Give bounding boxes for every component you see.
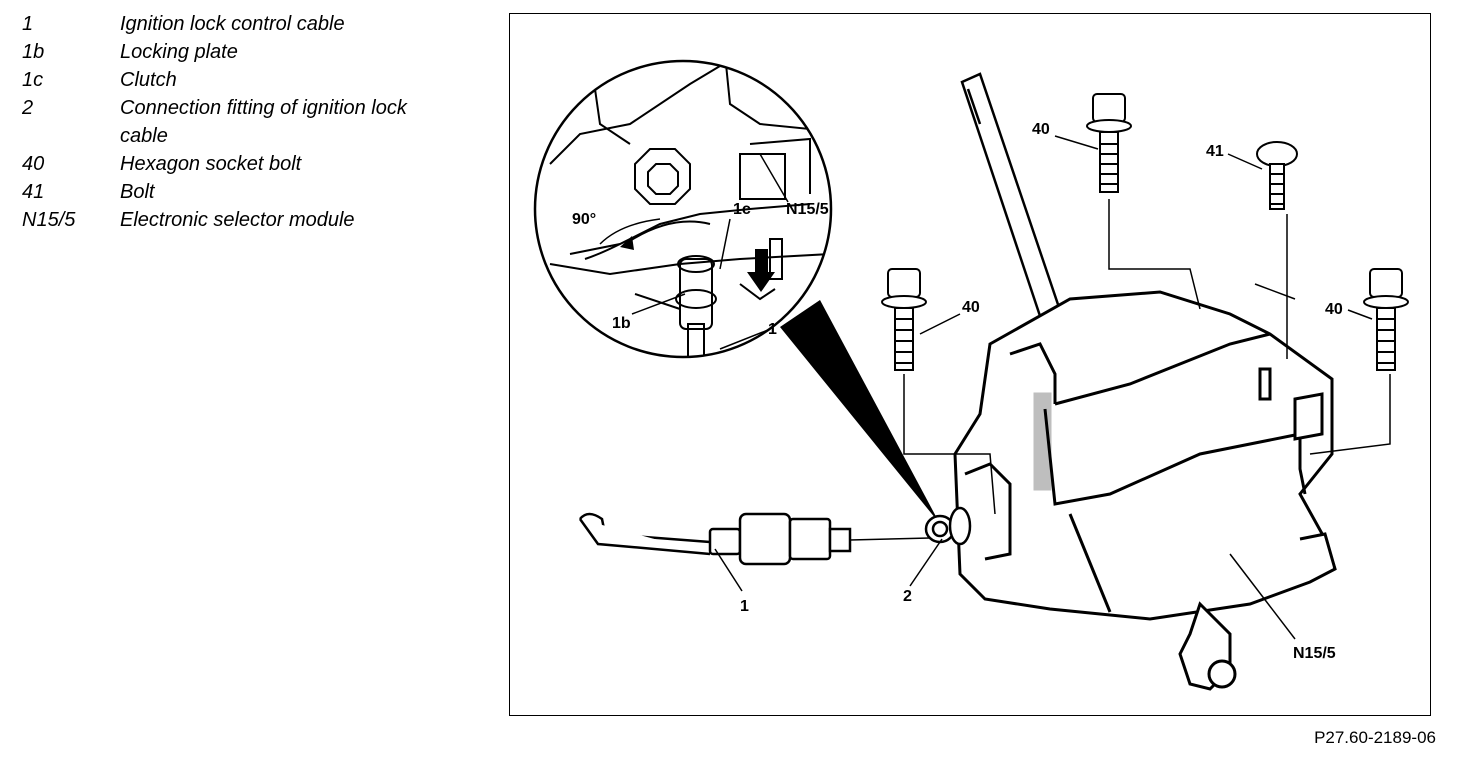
callout-1-detail: 1	[768, 321, 777, 338]
legend-item: 1c Clutch	[22, 66, 462, 94]
legend-key: 1	[22, 13, 34, 35]
callout-40-right: 40	[1325, 301, 1343, 318]
callout-2-fitting: 2	[903, 588, 912, 605]
legend-text: Clutch	[120, 69, 177, 91]
legend-text: Bolt	[120, 181, 155, 203]
bolt-41	[1256, 141, 1298, 210]
legend-key: 1b	[22, 41, 45, 63]
detail-pointer-wedge	[780, 300, 940, 524]
selector-module-housing	[953, 290, 1337, 691]
legend-text: Ignition lock control cable	[120, 13, 345, 35]
legend-key: 2	[22, 97, 34, 119]
exploded-view-drawing: 90° 1c N15/5 1b 1 40 41 40 40 1 2 N15/5	[533, 59, 1409, 691]
hexagon-socket-bolt-top	[1086, 93, 1132, 193]
callout-90-degrees: 90°	[572, 211, 596, 228]
legend-item: 1 Ignition lock control cable	[22, 10, 462, 38]
figure-code: P27.60-2189-06	[1314, 728, 1436, 747]
diagram-frame: 90° 1c N15/5 1b 1 40 41 40 40 1 2 N15/5	[509, 13, 1431, 716]
callout-n15-5-detail: N15/5	[786, 201, 829, 218]
legend-item: N15/5 Electronic selector module	[22, 206, 462, 234]
callout-1c-detail: 1c	[733, 201, 751, 218]
callout-40-top: 40	[1032, 121, 1050, 138]
callout-n15-5-module: N15/5	[1293, 645, 1336, 662]
callout-41: 41	[1206, 143, 1224, 160]
legend-key: N15/5	[22, 209, 76, 231]
legend-text: Locking plate	[120, 41, 238, 63]
callout-40-left: 40	[962, 299, 980, 316]
legend-text: Electronic selector module	[120, 209, 355, 231]
legend-item: 40 Hexagon socket bolt	[22, 150, 462, 178]
legend-item: 2 Connection fitting of ignition lock ca…	[22, 94, 462, 150]
legend-key: 1c	[22, 69, 44, 91]
legend-text: Hexagon socket bolt	[120, 153, 302, 175]
legend-key: 41	[22, 181, 45, 203]
legend-key: 40	[22, 153, 45, 175]
detail-magnifier	[533, 59, 833, 359]
connection-fitting	[924, 506, 972, 546]
hexagon-socket-bolt-right	[1363, 268, 1409, 371]
legend-item: 41 Bolt	[22, 178, 462, 206]
callout-1-cable: 1	[740, 598, 749, 615]
hexagon-socket-bolt-left	[881, 268, 927, 371]
legend-text: Connection fitting of ignition lock cabl…	[120, 97, 407, 147]
assembly-leader-lines	[714, 135, 1391, 640]
callout-1b-detail: 1b	[612, 315, 631, 332]
ignition-lock-control-cable	[578, 512, 931, 566]
legend: 1 Ignition lock control cable 1b Locking…	[22, 10, 462, 234]
legend-item: 1b Locking plate	[22, 38, 462, 66]
